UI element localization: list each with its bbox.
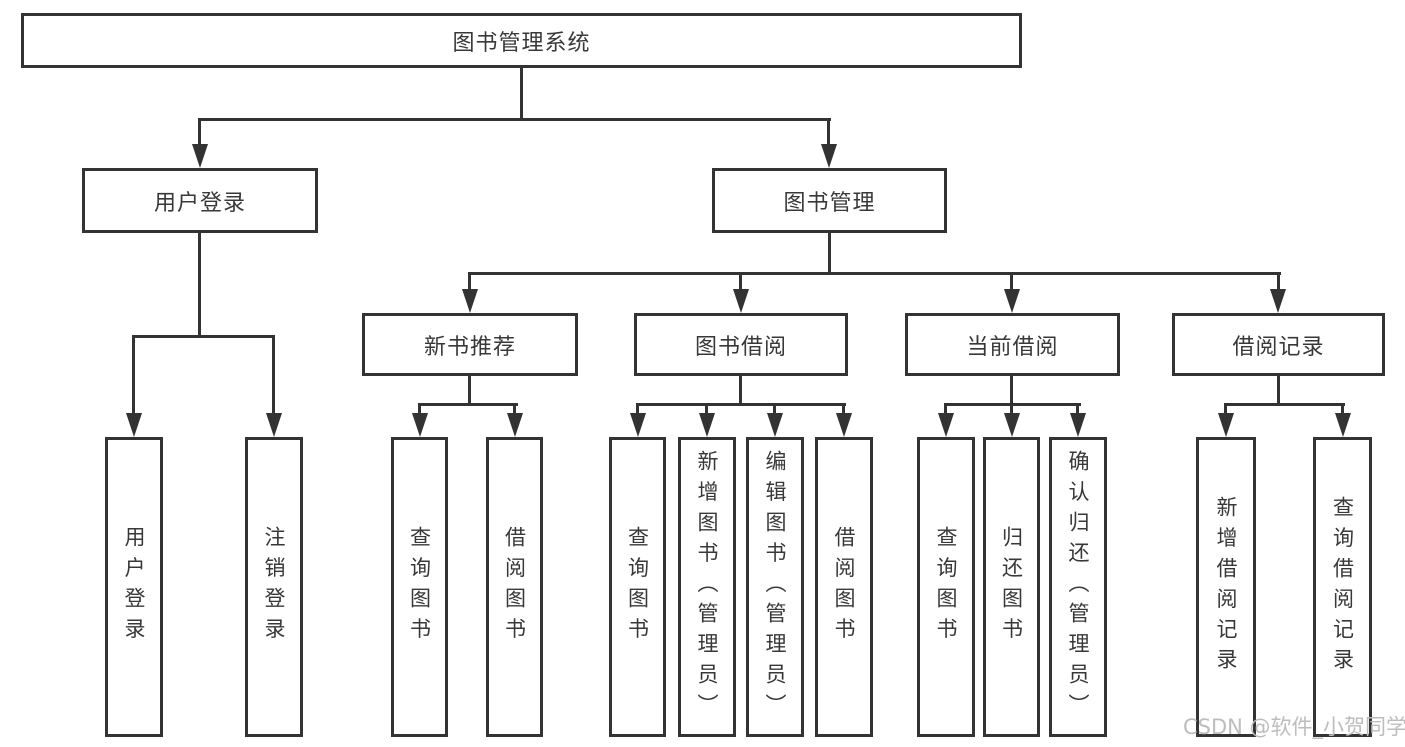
leaf-logout: 注销登录 — [245, 437, 303, 737]
connector-stem — [1224, 403, 1227, 416]
connector-stem — [418, 403, 421, 416]
connector-stem-leaf-logout — [272, 335, 275, 415]
connector-stem — [513, 403, 516, 416]
arrow-down-icon — [1004, 289, 1020, 313]
connector-book-borrow-horizontal — [636, 403, 846, 406]
node-user-login-group-label: 用户登录 — [153, 190, 246, 216]
connector-book-borrow-vertical — [739, 376, 742, 406]
connector-new-book-rec-vertical — [468, 376, 471, 406]
node-book-borrow-label: 图书借阅 — [694, 334, 787, 360]
connector-book-management-horizontal — [468, 272, 1281, 275]
connector-stem-leaf-user-login — [132, 335, 135, 415]
arrow-down-icon — [938, 413, 954, 437]
node-book-management-label: 图书管理 — [783, 190, 876, 216]
leaf-borrow-edit-label: 编辑图书（管理员） — [763, 449, 787, 725]
connector-root-vertical — [520, 68, 523, 120]
arrow-down-icon — [1335, 413, 1351, 437]
node-borrow-records-label: 借阅记录 — [1232, 334, 1325, 360]
watermark: CSDN @软件_小贺同学 — [1183, 715, 1405, 739]
connector-user-login-vertical — [198, 233, 201, 337]
connector-current-borrow-vertical — [1010, 376, 1013, 406]
leaf-borrow-edit: 编辑图书（管理员） — [746, 437, 804, 737]
connector-book-management-vertical — [828, 233, 831, 274]
arrow-down-icon — [1218, 413, 1234, 437]
connector-stem-new-book-rec — [468, 272, 471, 292]
leaf-borrow-borrow-label: 借阅图书 — [832, 526, 856, 648]
connector-stem — [1076, 403, 1079, 416]
leaf-borrow-add-label: 新增图书（管理员） — [695, 449, 719, 725]
leaf-records-add: 新增借阅记录 — [1196, 437, 1256, 737]
node-book-borrow: 图书借阅 — [634, 313, 848, 376]
node-new-book-rec-label: 新书推荐 — [423, 334, 516, 360]
arrow-down-icon — [1070, 413, 1086, 437]
node-book-management: 图书管理 — [712, 168, 947, 233]
node-current-borrow-label: 当前借阅 — [966, 334, 1059, 360]
connector-stem-book-borrow — [739, 272, 742, 292]
leaf-borrow-borrow: 借阅图书 — [815, 437, 873, 737]
leaf-newbook-query-label: 查询图书 — [407, 526, 432, 648]
leaf-user-login-label: 用户登录 — [122, 526, 146, 648]
node-current-borrow: 当前借阅 — [905, 313, 1120, 376]
connector-stem — [636, 403, 639, 416]
leaf-newbook-borrow-label: 借阅图书 — [502, 526, 527, 648]
leaf-logout-label: 注销登录 — [262, 526, 286, 648]
arrow-down-icon — [192, 144, 208, 168]
node-borrow-records: 借阅记录 — [1172, 313, 1385, 376]
leaf-records-query: 查询借阅记录 — [1313, 437, 1372, 737]
arrow-down-icon — [462, 289, 478, 313]
connector-stem — [1010, 403, 1013, 416]
node-root: 图书管理系统 — [21, 13, 1022, 68]
leaf-borrow-query: 查询图书 — [609, 437, 666, 737]
connector-stem-user-login — [198, 118, 201, 146]
connector-stem-book-management — [827, 118, 830, 146]
leaf-current-confirm: 确认归还（管理员） — [1049, 437, 1107, 737]
arrow-down-icon — [733, 289, 749, 313]
connector-borrow-records-vertical — [1277, 376, 1280, 406]
leaf-current-query-label: 查询图书 — [934, 526, 958, 648]
node-user-login-group: 用户登录 — [82, 168, 318, 233]
arrow-down-icon — [266, 413, 282, 437]
leaf-borrow-query-label: 查询图书 — [625, 526, 650, 648]
node-new-book-rec: 新书推荐 — [362, 313, 578, 376]
leaf-user-login: 用户登录 — [105, 437, 163, 737]
leaf-records-add-label: 新增借阅记录 — [1214, 495, 1238, 679]
leaf-current-return: 归还图书 — [983, 437, 1040, 737]
arrow-down-icon — [1004, 413, 1020, 437]
leaf-current-confirm-label: 确认归还（管理员） — [1066, 449, 1090, 725]
leaf-newbook-query: 查询图书 — [391, 437, 448, 737]
arrow-down-icon — [821, 144, 837, 168]
node-root-label: 图书管理系统 — [452, 30, 591, 56]
connector-stem — [773, 403, 776, 416]
arrow-down-icon — [630, 413, 646, 437]
connector-stem — [705, 403, 708, 416]
connector-user-login-horizontal — [132, 335, 275, 338]
connector-stem — [842, 403, 845, 416]
arrow-down-icon — [126, 413, 142, 437]
leaf-current-return-label: 归还图书 — [999, 526, 1024, 648]
arrow-down-icon — [699, 413, 715, 437]
connector-stem-current-borrow — [1010, 272, 1013, 292]
connector-borrow-records-horizontal — [1224, 403, 1345, 406]
arrow-down-icon — [767, 413, 783, 437]
leaf-current-query: 查询图书 — [917, 437, 975, 737]
arrow-down-icon — [836, 413, 852, 437]
leaf-records-query-label: 查询借阅记录 — [1330, 495, 1355, 679]
arrow-down-icon — [507, 413, 523, 437]
connector-stem — [1341, 403, 1344, 416]
connector-stem-borrow-records — [1277, 272, 1280, 292]
leaf-borrow-add: 新增图书（管理员） — [678, 437, 736, 737]
arrow-down-icon — [1270, 289, 1286, 313]
connector-new-book-rec-horizontal — [418, 403, 518, 406]
arrow-down-icon — [412, 413, 428, 437]
connector-root-horizontal — [198, 118, 831, 121]
leaf-newbook-borrow: 借阅图书 — [486, 437, 543, 737]
connector-stem — [944, 403, 947, 416]
